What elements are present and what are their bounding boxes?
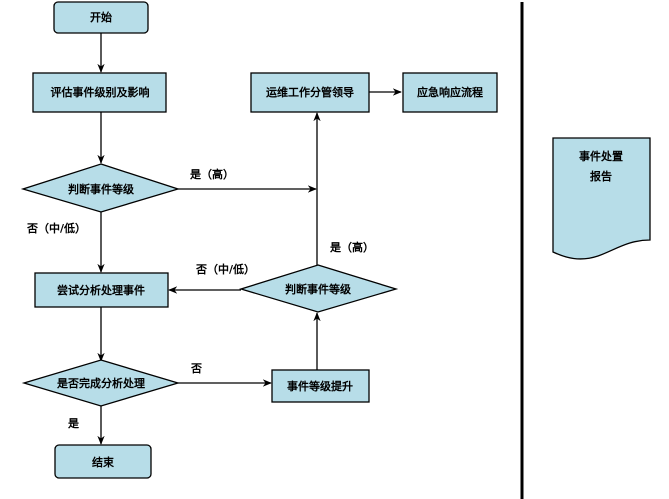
label-check-yes: 是 <box>67 417 80 430</box>
node-judge1[interactable]: 判断事件等级 <box>20 163 181 213</box>
node-done-check[interactable]: 是否完成分析处理 <box>21 359 181 407</box>
node-end[interactable]: 结束 <box>54 444 152 479</box>
node-judge2[interactable]: 判断事件等级 <box>238 264 399 313</box>
edges <box>97 33 402 445</box>
node-report-label-line1: 事件处置 <box>579 149 623 163</box>
node-end-label: 结束 <box>91 455 115 469</box>
label-judge2-high: 是（高） <box>329 240 374 254</box>
node-attempt-label: 尝试分析处理事件 <box>57 283 145 297</box>
node-start-label: 开始 <box>90 10 112 24</box>
label-check-no: 否 <box>190 362 202 375</box>
node-assess-label: 评估事件级别及影响 <box>51 85 150 99</box>
node-report-label-line2: 报告 <box>590 169 612 183</box>
node-assess[interactable]: 评估事件级别及影响 <box>32 72 167 113</box>
node-escalate-label: 事件等级提升 <box>287 379 353 393</box>
label-judge1-low: 否（中/低） <box>26 221 86 235</box>
node-judge1-label: 判断事件等级 <box>68 182 135 196</box>
node-judge2-label: 判断事件等级 <box>285 282 352 296</box>
label-judge2-low: 否（中/低） <box>195 262 255 276</box>
node-emergency-label: 应急响应流程 <box>417 85 483 99</box>
node-start[interactable]: 开始 <box>53 1 149 34</box>
node-leader[interactable]: 运维工作分管领导 <box>250 72 370 113</box>
node-escalate[interactable]: 事件等级提升 <box>271 369 370 403</box>
node-leader-label: 运维工作分管领导 <box>266 85 354 99</box>
label-judge1-high: 是（高） <box>189 167 234 181</box>
node-done-check-label: 是否完成分析处理 <box>56 376 145 390</box>
node-attempt[interactable]: 尝试分析处理事件 <box>34 272 169 308</box>
node-emergency[interactable]: 应急响应流程 <box>402 72 498 113</box>
node-report-document[interactable]: 事件处置 报告 <box>552 137 651 260</box>
